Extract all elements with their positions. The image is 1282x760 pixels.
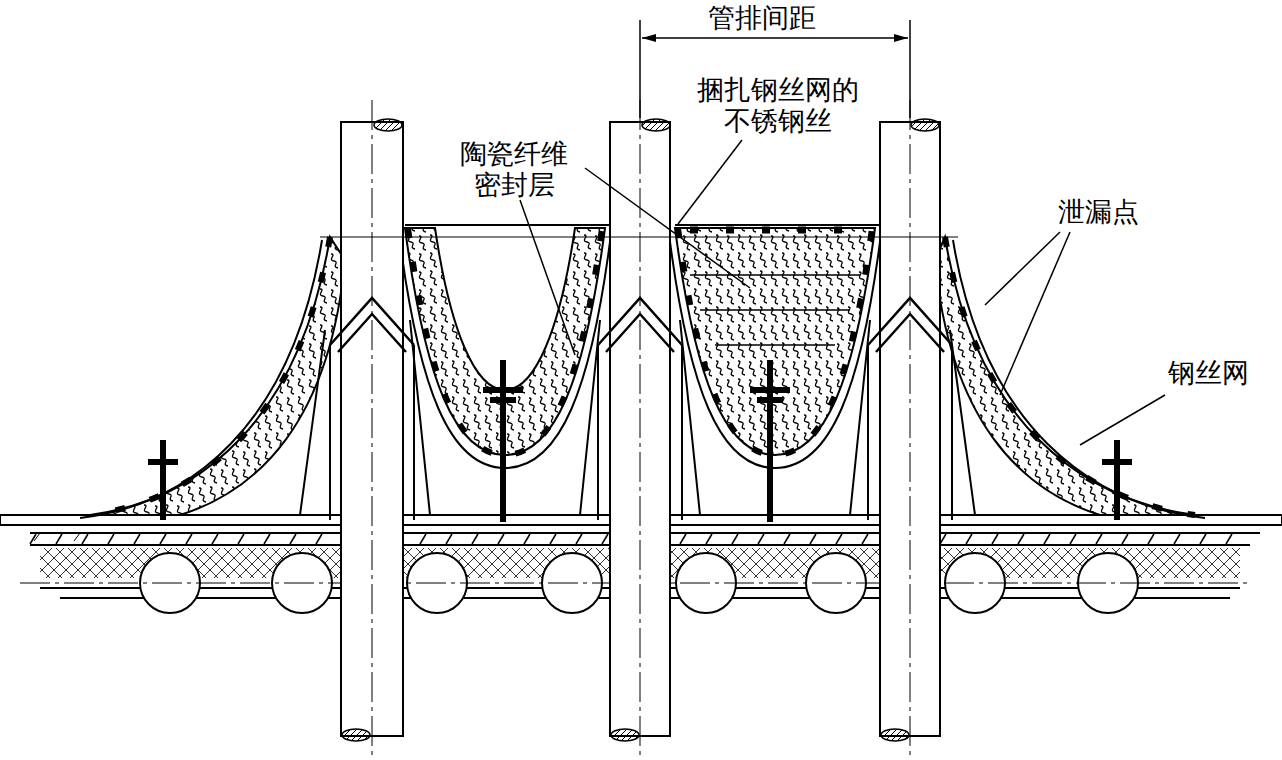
hatch-tick (186, 534, 192, 544)
hatch-tick (446, 534, 452, 544)
hatch-tick (472, 534, 478, 544)
hatch-tick (30, 534, 36, 544)
hatch-tick (966, 534, 972, 544)
hatch-tick (108, 534, 114, 544)
hatch-tick (1070, 534, 1076, 544)
hatch-tick (706, 534, 712, 544)
hatch-tick (134, 534, 140, 544)
hatch-tick (758, 534, 764, 544)
hatch-tick (212, 534, 218, 544)
hatch-tick (1096, 534, 1102, 544)
hatch-tick (160, 534, 166, 544)
hatch-tick (420, 534, 426, 544)
hatch-tick (1122, 534, 1128, 544)
part-label: 捆扎钢丝网的 不锈钢丝 (678, 74, 878, 136)
hatch-tick (602, 534, 608, 544)
hatch-tick (784, 534, 790, 544)
hatch-tick (732, 534, 738, 544)
hatch-tick (1018, 534, 1024, 544)
hatch-tick (810, 534, 816, 544)
hatch-tick (550, 534, 556, 544)
hatch-tick (82, 534, 88, 544)
hatch-tick (1148, 534, 1154, 544)
dimension-label: 管排间距 (662, 2, 862, 33)
part-label: 泄漏点 (1043, 196, 1153, 227)
hatch-tick (576, 534, 582, 544)
part-label: 钢丝网 (1158, 357, 1258, 388)
hatch-tick (498, 534, 504, 544)
hatch-tick (680, 534, 686, 544)
hatch-tick (290, 534, 296, 544)
hatch-tick (1174, 534, 1180, 544)
hatch-tick (1226, 534, 1232, 544)
hatch-tick (238, 534, 244, 544)
hatch-tick (1044, 534, 1050, 544)
hatch-tick (316, 534, 322, 544)
part-label: 陶瓷纤维 密封层 (449, 138, 579, 200)
hatch-tick (524, 534, 530, 544)
hatch-tick (836, 534, 842, 544)
hatch-tick (264, 534, 270, 544)
hatch-tick (862, 534, 868, 544)
hatch-tick (992, 534, 998, 544)
hatch-tick (1200, 534, 1206, 544)
hatch-tick (56, 534, 62, 544)
